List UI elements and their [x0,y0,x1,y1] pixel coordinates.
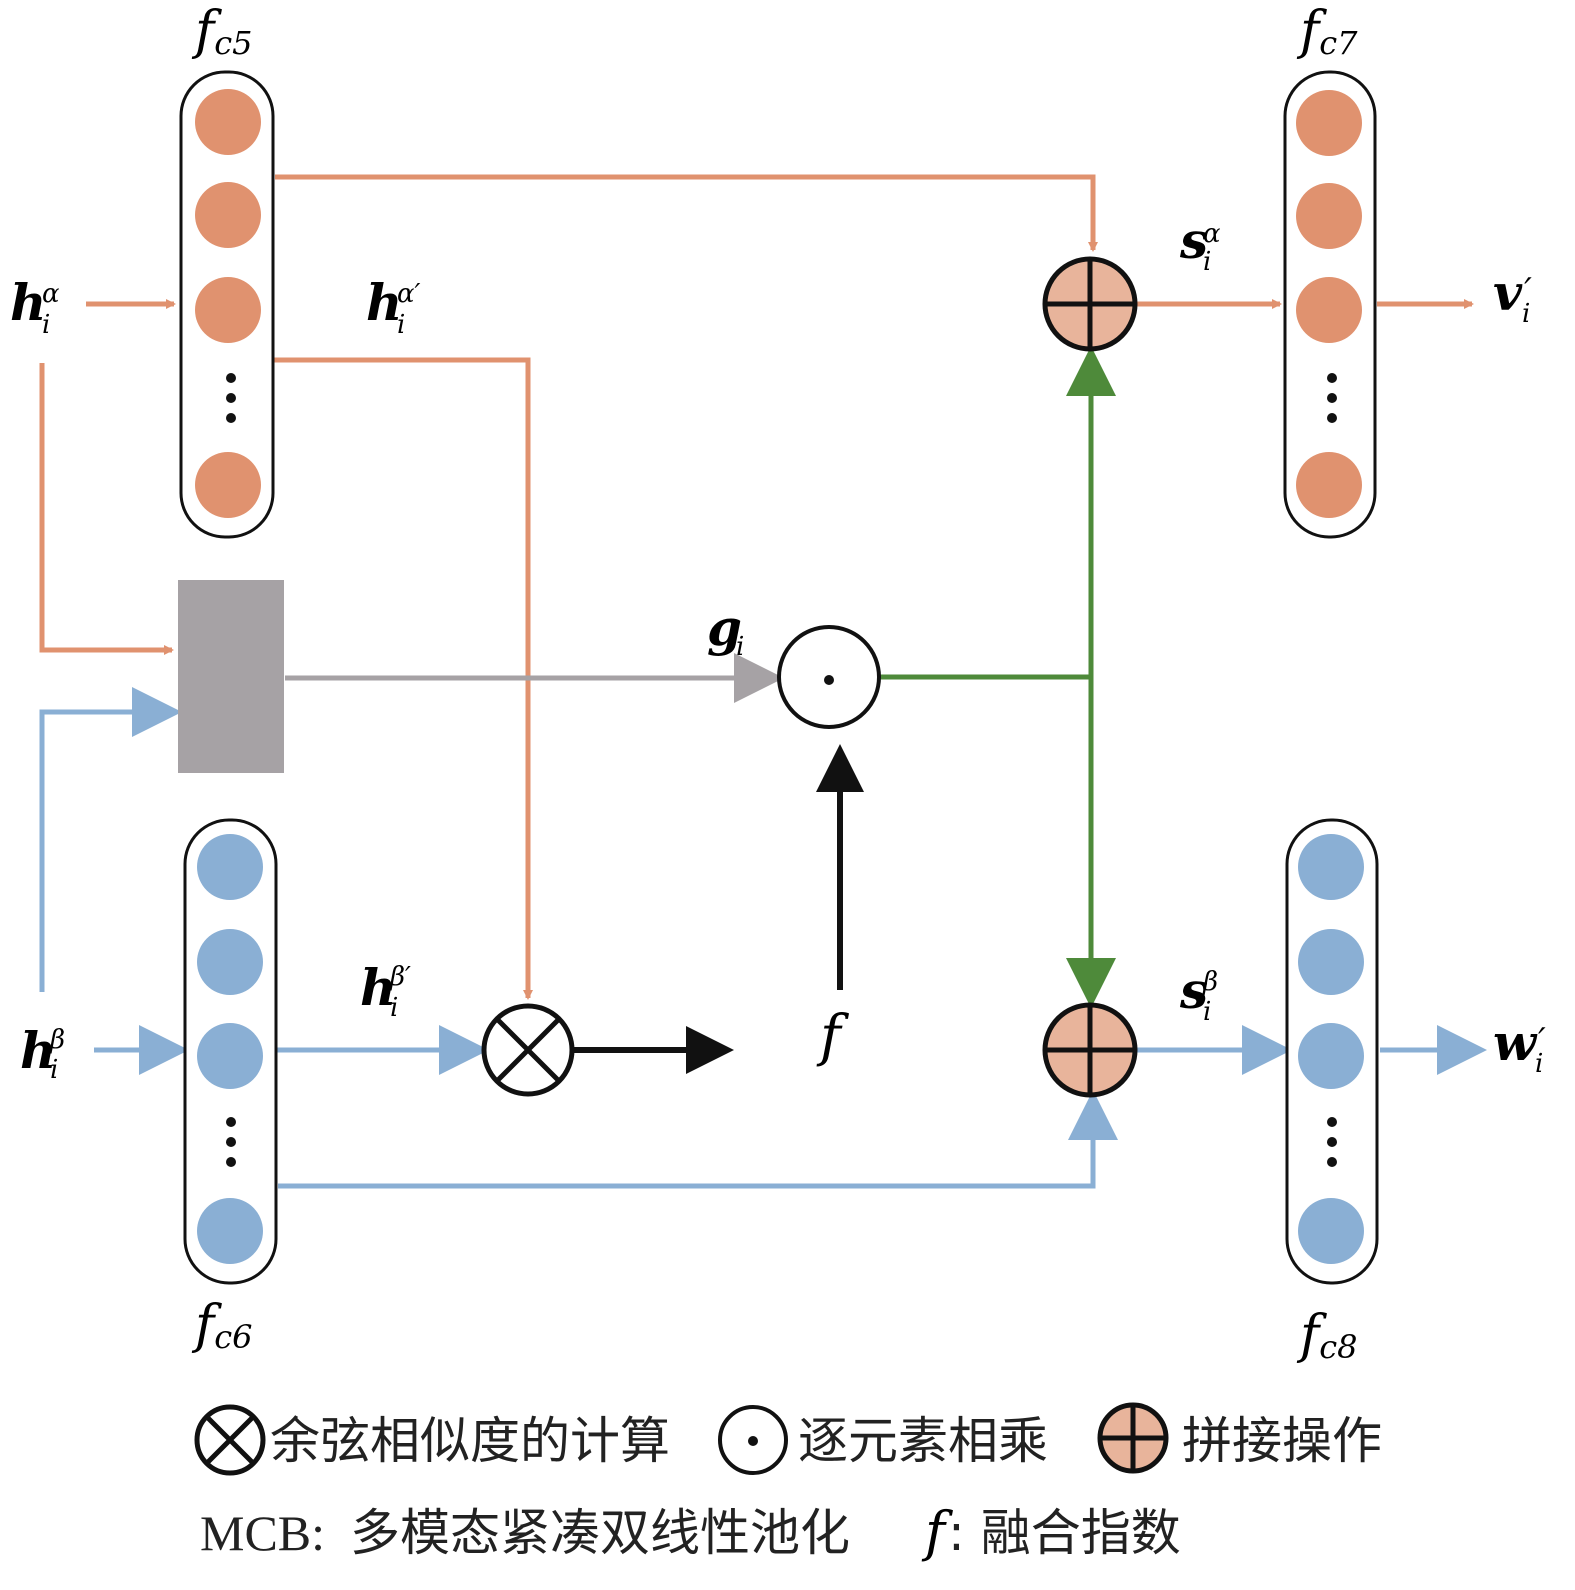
layer-fc7 [1283,70,1377,539]
mcb-block [178,580,284,773]
circled-dot-icon [718,1405,788,1475]
layer-fc5 [179,70,275,539]
legend-elementwise: 逐元素相乘 [798,1412,1048,1470]
layer-fc6 [183,818,278,1285]
legend-f-text: : 融合指数 [948,1504,1181,1562]
legend: 余弦相似度的计算 逐元素相乘 拼接操作 MCB: 多模态紧凑双线性池化 f : … [194,1402,1382,1563]
legend-mcb-text: 多模态紧凑双线性池化 [350,1504,850,1562]
label-fc7: fc7 [1296,1,1358,62]
label-v-out: v′i [1493,263,1532,329]
label-fc6: fc6 [191,1295,253,1356]
label-h-beta-prime: hβ′i [360,958,411,1023]
arrow-fc5-to-concat-top [275,174,1098,252]
layer-fc8 [1285,818,1379,1285]
legend-concat: 拼接操作 [1182,1412,1382,1470]
elementwise-operator [777,625,881,729]
circled-times-icon [194,1404,266,1476]
arrow-h-alpha-prime-to-cosine [273,357,533,1000]
arrow-fc6-to-concat-bottom [278,1090,1118,1189]
arrow-h-alpha-to-mcb [39,363,174,655]
legend-mcb-key: MCB: [200,1505,325,1561]
label-w-out: w′i [1493,1013,1546,1079]
label-h-alpha-prime: hα′i [366,273,421,340]
label-f: f [816,1004,850,1069]
arrow-h-beta-to-mcb [39,687,182,992]
concat-operator-bottom [1042,1002,1138,1098]
label-fc5: fc5 [191,1,253,62]
circled-plus-icon [1097,1402,1169,1474]
label-fc8: fc8 [1296,1305,1358,1366]
legend-cosine: 余弦相似度的计算 [270,1412,670,1470]
concat-operator-top [1042,256,1138,352]
label-g: gi [707,598,744,662]
cosine-operator [481,1003,575,1097]
